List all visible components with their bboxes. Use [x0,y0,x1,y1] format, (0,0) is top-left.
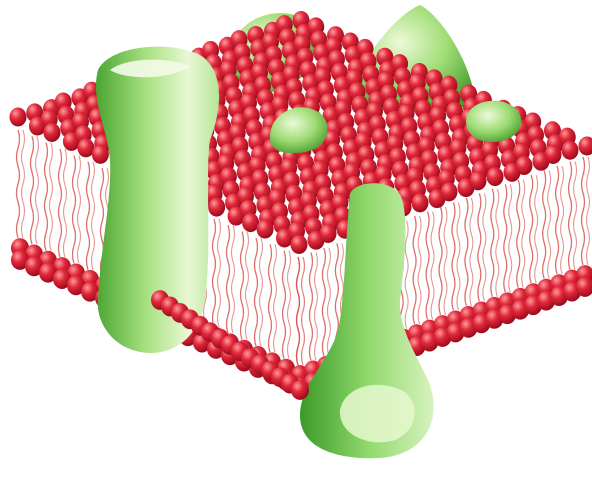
fatty-acid-tail [213,219,216,327]
phospholipid-head [257,220,274,239]
fatty-acid-tail [255,238,258,346]
fatty-acid-tail [302,257,305,365]
peripheral-protein [466,101,521,142]
fatty-acid-tail [241,232,244,340]
phospholipid-head [562,141,579,160]
fatty-acid-tail [491,189,494,297]
fatty-acid-tail [297,257,300,365]
fatty-acid-tail [17,130,20,238]
phospholipid-head [470,171,487,190]
fatty-acid-tail [78,155,81,263]
fatty-acid-tail [246,232,249,340]
fatty-acid-tail [322,248,325,356]
phospholipid-head [516,156,533,175]
fatty-acid-tail [426,212,429,320]
fatty-acid-tail [260,238,263,346]
fatty-acid-tail [543,171,546,279]
fatty-acid-tail [483,193,486,301]
phospholipid-head [487,167,504,186]
fatty-acid-tail [45,143,48,251]
fatty-acid-tail [227,225,230,333]
fatty-acid-tail [478,193,481,301]
fatty-acid-tail [309,252,312,360]
fatty-acid-tail [504,184,507,292]
fatty-acid-tail [413,216,416,324]
fatty-acid-tail [274,244,277,352]
phospholipid-head [412,193,429,212]
fatty-acid-tail [327,248,330,356]
fatty-acid-tail [548,171,551,279]
fatty-acid-tail [517,180,520,288]
fatty-acid-tail [87,162,90,270]
phospholipid-head [77,138,94,157]
fatty-acid-tail [465,198,468,306]
fatty-acid-tail [587,157,590,265]
fatty-acid-tail [522,180,525,288]
phospholipid-head [579,137,592,156]
fatty-acid-tail [452,202,455,310]
fatty-acid-tail [444,207,447,315]
fatty-acid-tail [64,149,67,257]
phospholipid-head [291,380,309,400]
phospholipid-head [208,198,225,217]
fatty-acid-tail [574,162,577,270]
fatty-acid-tail [569,162,572,270]
phospholipid-head [291,235,308,254]
fatty-acid-tail [457,202,460,310]
fatty-acid-tail [232,225,235,333]
fatty-acid-tail [535,175,538,283]
fatty-acid-tail [59,149,62,257]
fatty-acid-tail [73,155,76,263]
fatty-acid-tail [405,221,408,329]
fatty-acid-tail [418,216,421,324]
fatty-acid-tail [509,184,512,292]
fatty-acid-tail [314,252,317,360]
fatty-acid-tail [288,251,291,359]
phospholipid-head [441,182,458,201]
fatty-acid-tail [31,136,34,244]
fatty-acid-tail [561,166,564,274]
fatty-acid-tail [36,136,39,244]
fatty-acid-tail [92,162,95,270]
fatty-acid-tail [218,219,221,327]
phospholipid-head [242,213,259,232]
fatty-acid-tail [439,207,442,315]
fatty-acid-tail [22,130,25,238]
fatty-acid-tail [470,198,473,306]
phospholipid-head [545,145,562,164]
fatty-acid-tail [582,157,585,265]
fatty-acid-tail [556,166,559,274]
phospholipid-head [320,224,337,243]
phospholipid-head [43,123,60,142]
phospholipid-head [92,145,109,164]
fatty-acid-tail [496,189,499,297]
fatty-acid-tail [50,143,53,251]
fatty-acid-tail [269,244,272,352]
fatty-acid-tail [283,251,286,359]
fatty-acid-tail [431,212,434,320]
fatty-acid-tail [530,175,533,283]
phospholipid-head [10,108,27,127]
